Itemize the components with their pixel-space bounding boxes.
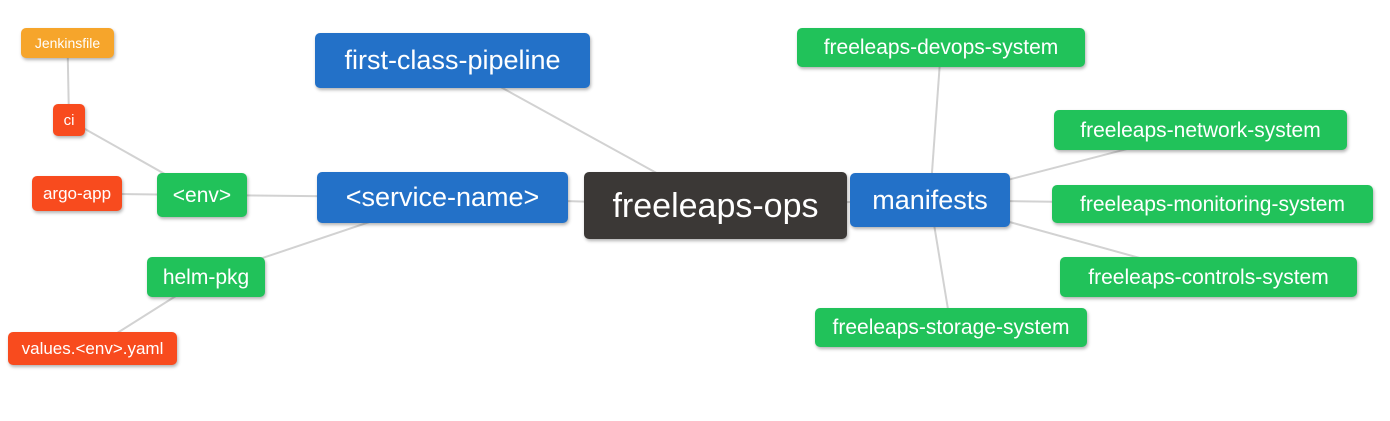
node-freeleaps-storage-system[interactable]: freeleaps-storage-system (815, 308, 1087, 347)
node-freeleaps-monitoring-system[interactable]: freeleaps-monitoring-system (1052, 185, 1373, 223)
node-service-name[interactable]: <service-name> (317, 172, 568, 223)
node-freeleaps-network-system[interactable]: freeleaps-network-system (1054, 110, 1347, 150)
node-values-env-yaml[interactable]: values.<env>.yaml (8, 332, 177, 365)
node-jenkinsfile[interactable]: Jenkinsfile (21, 28, 114, 58)
node-ci[interactable]: ci (53, 104, 85, 136)
node-helm-pkg[interactable]: helm-pkg (147, 257, 265, 297)
node-freeleaps-ops[interactable]: freeleaps-ops (584, 172, 847, 239)
node-freeleaps-devops-system[interactable]: freeleaps-devops-system (797, 28, 1085, 67)
node-freeleaps-controls-system[interactable]: freeleaps-controls-system (1060, 257, 1357, 297)
node-first-class-pipeline[interactable]: first-class-pipeline (315, 33, 590, 88)
node-env[interactable]: <env> (157, 173, 247, 217)
node-argo-app[interactable]: argo-app (32, 176, 122, 211)
node-manifests[interactable]: manifests (850, 173, 1010, 227)
